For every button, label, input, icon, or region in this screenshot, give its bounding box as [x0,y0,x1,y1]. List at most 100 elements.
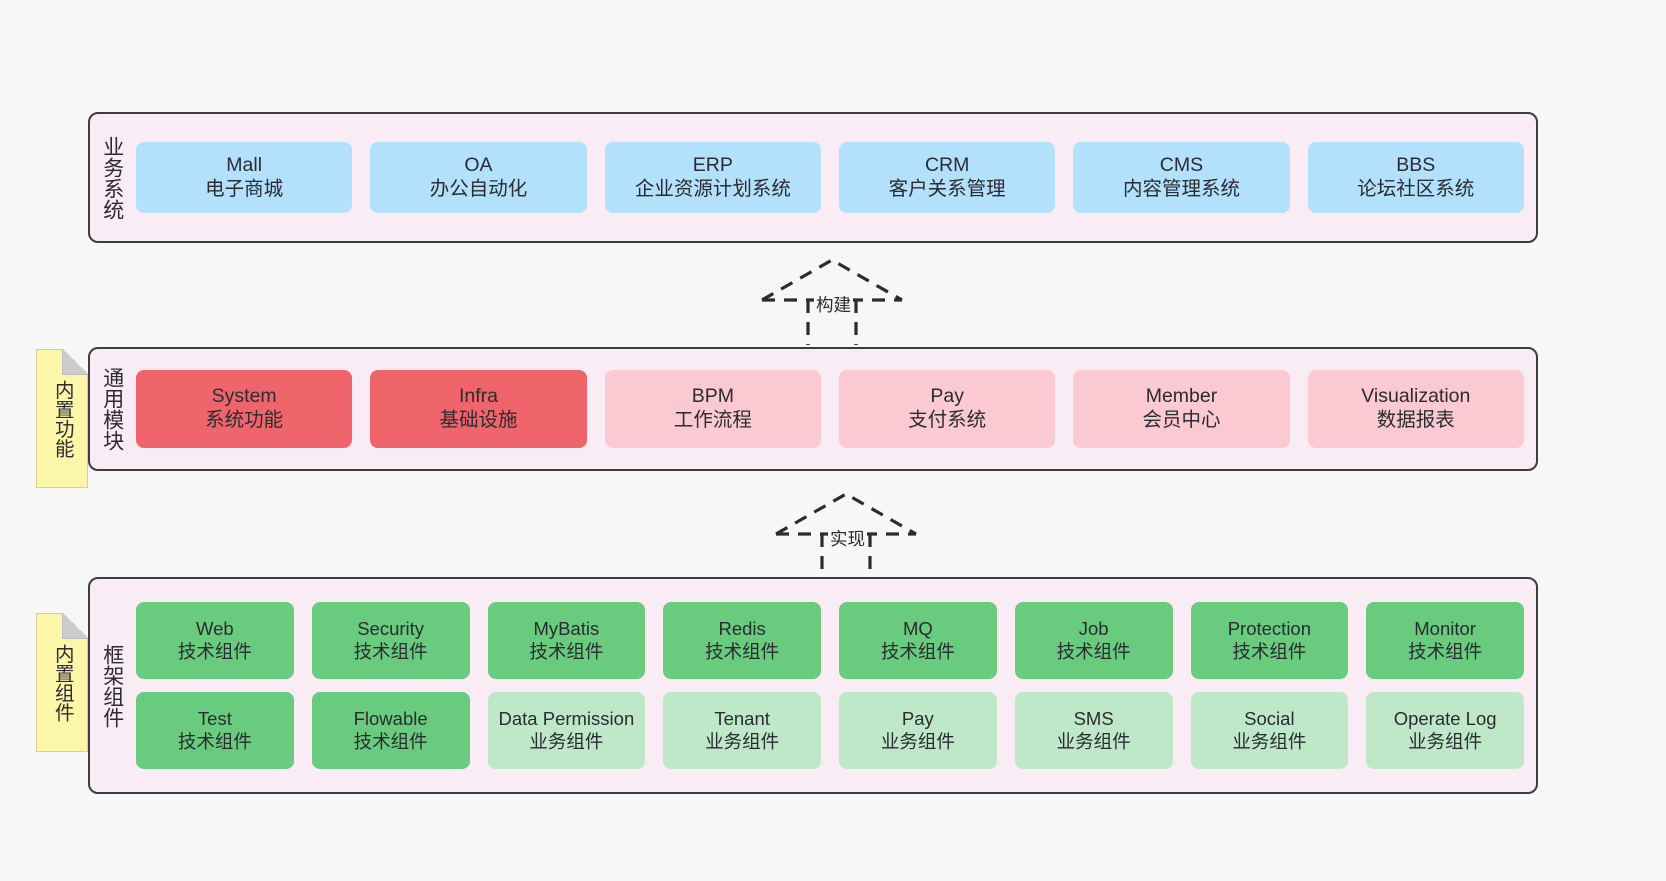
cell-bpm[interactable]: BPM 工作流程 [604,370,821,448]
cell-member[interactable]: Member 会员中心 [1073,370,1290,448]
cell-security[interactable]: Security 技术组件 [311,602,470,679]
cell-title: Data Permission [498,707,635,729]
cell-title: MQ [902,617,933,639]
arrow-head-triangle [761,258,903,302]
cell-monitor[interactable]: Monitor 技术组件 [1366,602,1524,679]
arrow-build: 构建 [752,255,912,345]
cell-title: CRM [924,153,970,176]
cell-web[interactable]: Web 技术组件 [136,602,294,679]
cell-title: Protection [1227,617,1312,639]
cell-pay[interactable]: Pay 支付系统 [838,370,1056,448]
cell-operate-log[interactable]: Operate Log 业务组件 [1366,692,1524,769]
cell-title: Security [357,617,425,639]
cell-data-permission[interactable]: Data Permission 业务组件 [487,692,646,769]
cell-subtitle: 技术组件 [353,640,428,662]
cell-title: Flowable [353,707,428,729]
cell-subtitle: 支付系统 [908,409,987,431]
cell-title: OA [464,153,493,176]
cell-subtitle: 系统功能 [205,409,284,431]
cell-row: Test 技术组件 Flowable 技术组件 Data Permission … [136,692,1524,769]
cell-infra[interactable]: Infra 基础设施 [370,370,587,448]
cell-title: Test [197,707,232,729]
cell-row: System 系统功能 Infra 基础设施 BPM 工作流程 Pay 支付系统 [136,370,1524,448]
layer-business-systems-title: 业务系统 [100,135,124,220]
cell-subtitle: 基础设施 [439,409,518,431]
layer-common-modules-title: 通用模块 [100,367,124,451]
arrow-head-triangle [775,492,917,536]
layer-framework-components: 框架组件 Web 技术组件 Security 技术组件 MyBatis 技术组件 [88,577,1538,794]
cell-subtitle: 业务组件 [1408,730,1483,752]
cell-title: MyBatis [533,617,600,639]
cell-subtitle: 论坛社区系统 [1357,177,1475,200]
layer-common-modules: 通用模块 System 系统功能 Infra 基础设施 BPM 工作流程 [88,347,1538,471]
cell-subtitle: 技术组件 [177,730,252,752]
cell-title: CMS [1159,153,1204,176]
arrow-implement: 实现 [766,489,926,579]
cell-redis[interactable]: Redis 技术组件 [663,602,821,679]
cell-row: Mall 电子商城 OA 办公自动化 ERP 企业资源计划系统 CRM 客户关系… [136,142,1524,213]
cell-subtitle: 内容管理系统 [1122,177,1240,200]
cell-subtitle: 业务组件 [529,730,604,752]
layer-framework-components-title: 框架组件 [100,643,124,728]
cell-tenant[interactable]: Tenant 业务组件 [663,692,821,769]
cell-sms[interactable]: SMS 业务组件 [1014,692,1173,769]
cell-subtitle: 企业资源计划系统 [634,177,791,200]
cell-title: Tenant [714,707,770,729]
cell-subtitle: 电子商城 [205,177,284,200]
cell-subtitle: 客户关系管理 [888,177,1006,200]
cell-title: Pay [901,707,934,729]
cell-subtitle: 技术组件 [529,640,604,662]
cell-title: SMS [1073,707,1114,729]
cell-title: Pay [930,385,964,408]
cell-subtitle: 技术组件 [1232,640,1307,662]
cell-subtitle: 技术组件 [705,640,780,662]
cell-subtitle: 业务组件 [1056,730,1131,752]
cell-subtitle: 技术组件 [880,640,955,662]
layer-common-modules-body: System 系统功能 Infra 基础设施 BPM 工作流程 Pay 支付系统 [134,349,1536,469]
cell-subtitle: 业务组件 [1232,730,1307,752]
cell-title: System [211,385,277,408]
cell-social[interactable]: Social 业务组件 [1190,692,1349,769]
note-builtin-component: 内置组件 [36,613,88,752]
cell-subtitle: 办公自动化 [429,177,528,200]
cell-mybatis[interactable]: MyBatis 技术组件 [487,602,646,679]
cell-subtitle: 技术组件 [177,640,252,662]
cell-title: Redis [718,617,766,639]
cell-crm[interactable]: CRM 客户关系管理 [838,142,1056,213]
cell-flowable[interactable]: Flowable 技术组件 [311,692,470,769]
cell-visualization[interactable]: Visualization 数据报表 [1307,370,1524,448]
cell-title: Monitor [1414,617,1476,639]
cell-subtitle: 数据报表 [1376,409,1455,431]
cell-system[interactable]: System 系统功能 [136,370,353,448]
note-label: 内置功能 [51,379,74,458]
cell-title: Infra [458,385,498,408]
cell-protection[interactable]: Protection 技术组件 [1190,602,1349,679]
cell-title: Web [196,617,234,639]
cell-mq[interactable]: MQ 技术组件 [839,602,997,679]
cell-title: Mall [226,153,263,176]
cell-title: ERP [692,153,733,176]
cell-title: Social [1244,707,1295,729]
cell-title: BBS [1396,153,1436,176]
cell-test[interactable]: Test 技术组件 [136,692,294,769]
cell-subtitle: 技术组件 [1408,640,1483,662]
cell-erp[interactable]: ERP 企业资源计划系统 [604,142,821,213]
cell-subtitle: 业务组件 [705,730,780,752]
arrow-implement-label: 实现 [828,526,867,551]
cell-title: Job [1078,617,1109,639]
cell-oa[interactable]: OA 办公自动化 [370,142,587,213]
cell-pay-business[interactable]: Pay 业务组件 [839,692,997,769]
cell-cms[interactable]: CMS 内容管理系统 [1073,142,1290,213]
layer-business-systems: 业务系统 Mall 电子商城 OA 办公自动化 ERP 企业资源计划系统 [88,112,1538,243]
layer-framework-components-body: Web 技术组件 Security 技术组件 MyBatis 技术组件 Redi… [134,579,1536,792]
note-builtin-function: 内置功能 [36,349,88,488]
note-label: 内置组件 [51,643,74,722]
cell-job[interactable]: Job 技术组件 [1014,602,1173,679]
cell-mall[interactable]: Mall 电子商城 [136,142,353,213]
cell-bbs[interactable]: BBS 论坛社区系统 [1307,142,1524,213]
cell-title: Operate Log [1393,707,1497,729]
cell-row: Web 技术组件 Security 技术组件 MyBatis 技术组件 Redi… [136,602,1524,679]
cell-title: Member [1145,385,1218,408]
cell-subtitle: 业务组件 [880,730,955,752]
